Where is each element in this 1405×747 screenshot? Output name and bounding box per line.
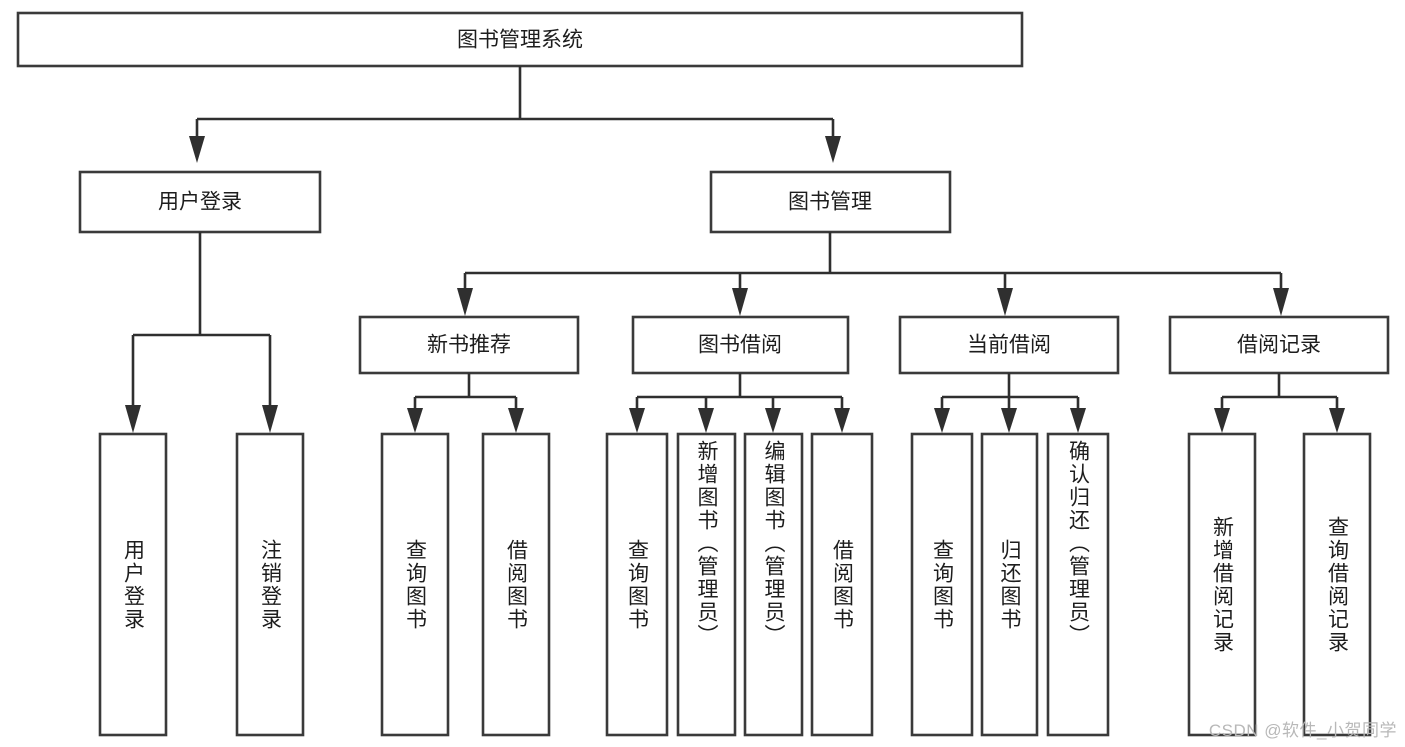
connector-book-borrow-to-leaves: [629, 373, 850, 433]
connector-user-login-to-leaves: [125, 232, 278, 433]
node-book-management-label: 图书管理: [788, 191, 872, 214]
arrow-head-icon: [1329, 408, 1345, 433]
connector-current-borrow-to-leaves: [934, 373, 1086, 433]
arrow-head-icon: [629, 408, 645, 433]
node-root-label: 图书管理系统: [457, 29, 583, 52]
arrow-head-icon: [732, 288, 748, 316]
node-root-box: [16, 11, 1024, 68]
leaf-box-borrow-book-1[interactable]: [481, 432, 551, 737]
watermark-text: CSDN @软件_小贺同学: [1208, 721, 1397, 740]
arrow-head-icon: [508, 408, 524, 433]
leaf-box-query-book-3[interactable]: [910, 432, 974, 737]
arrow-head-icon: [457, 288, 473, 316]
arrow-head-icon: [934, 408, 950, 433]
arrow-head-icon: [125, 405, 141, 433]
leaf-box-query-borrow-record[interactable]: [1302, 432, 1372, 737]
arrow-head-icon: [1001, 408, 1017, 433]
leaf-box-query-book-1[interactable]: [380, 432, 450, 737]
arrow-head-icon: [1214, 408, 1230, 433]
node-user-login-label: 用户登录: [158, 191, 242, 214]
arrow-head-icon: [407, 408, 423, 433]
connector-borrow-record-to-leaves: [1214, 373, 1345, 433]
node-borrow-record[interactable]: 借阅记录: [1168, 315, 1390, 375]
leaf-box-user-login[interactable]: [98, 432, 168, 737]
arrow-head-icon: [834, 408, 850, 433]
leaf-box-logout[interactable]: [235, 432, 305, 737]
node-new-book-recommend-box: [358, 315, 580, 375]
node-borrow-record-label: 借阅记录: [1237, 334, 1321, 357]
node-current-borrow-box: [898, 315, 1120, 375]
leaf-box-add-book[interactable]: [676, 432, 737, 737]
leaf-box-confirm-return[interactable]: [1046, 432, 1110, 737]
node-book-borrow-label: 图书借阅: [698, 334, 782, 357]
leaf-box-edit-book[interactable]: [743, 432, 804, 737]
arrow-head-icon: [698, 408, 714, 433]
arrow-head-icon: [189, 136, 205, 163]
leaf-box-borrow-book-2[interactable]: [810, 432, 874, 737]
connector-root-to-level2: [189, 66, 841, 163]
arrow-head-icon: [765, 408, 781, 433]
node-current-borrow[interactable]: 当前借阅: [898, 315, 1120, 375]
node-book-management[interactable]: 图书管理: [709, 170, 952, 234]
node-new-book-recommend-label: 新书推荐: [427, 334, 511, 357]
arrow-head-icon: [825, 136, 841, 163]
leaf-box-add-borrow-record[interactable]: [1187, 432, 1257, 737]
arrow-head-icon: [1070, 408, 1086, 433]
node-new-book-recommend[interactable]: 新书推荐: [358, 315, 580, 375]
connector-new-book-recommend-to-leaves: [407, 373, 524, 433]
node-user-login-box: [78, 170, 322, 234]
node-current-borrow-label: 当前借阅: [967, 334, 1051, 357]
node-book-borrow[interactable]: 图书借阅: [631, 315, 850, 375]
arrow-head-icon: [997, 288, 1013, 316]
node-user-login[interactable]: 用户登录: [78, 170, 322, 234]
node-root[interactable]: 图书管理系统: [16, 11, 1024, 68]
arrow-head-icon: [262, 405, 278, 433]
arrow-head-icon: [1273, 288, 1289, 316]
leaf-box-query-book-2[interactable]: [605, 432, 669, 737]
leaf-box-return-book[interactable]: [980, 432, 1039, 737]
connector-book-management-to-level3: [457, 232, 1289, 316]
